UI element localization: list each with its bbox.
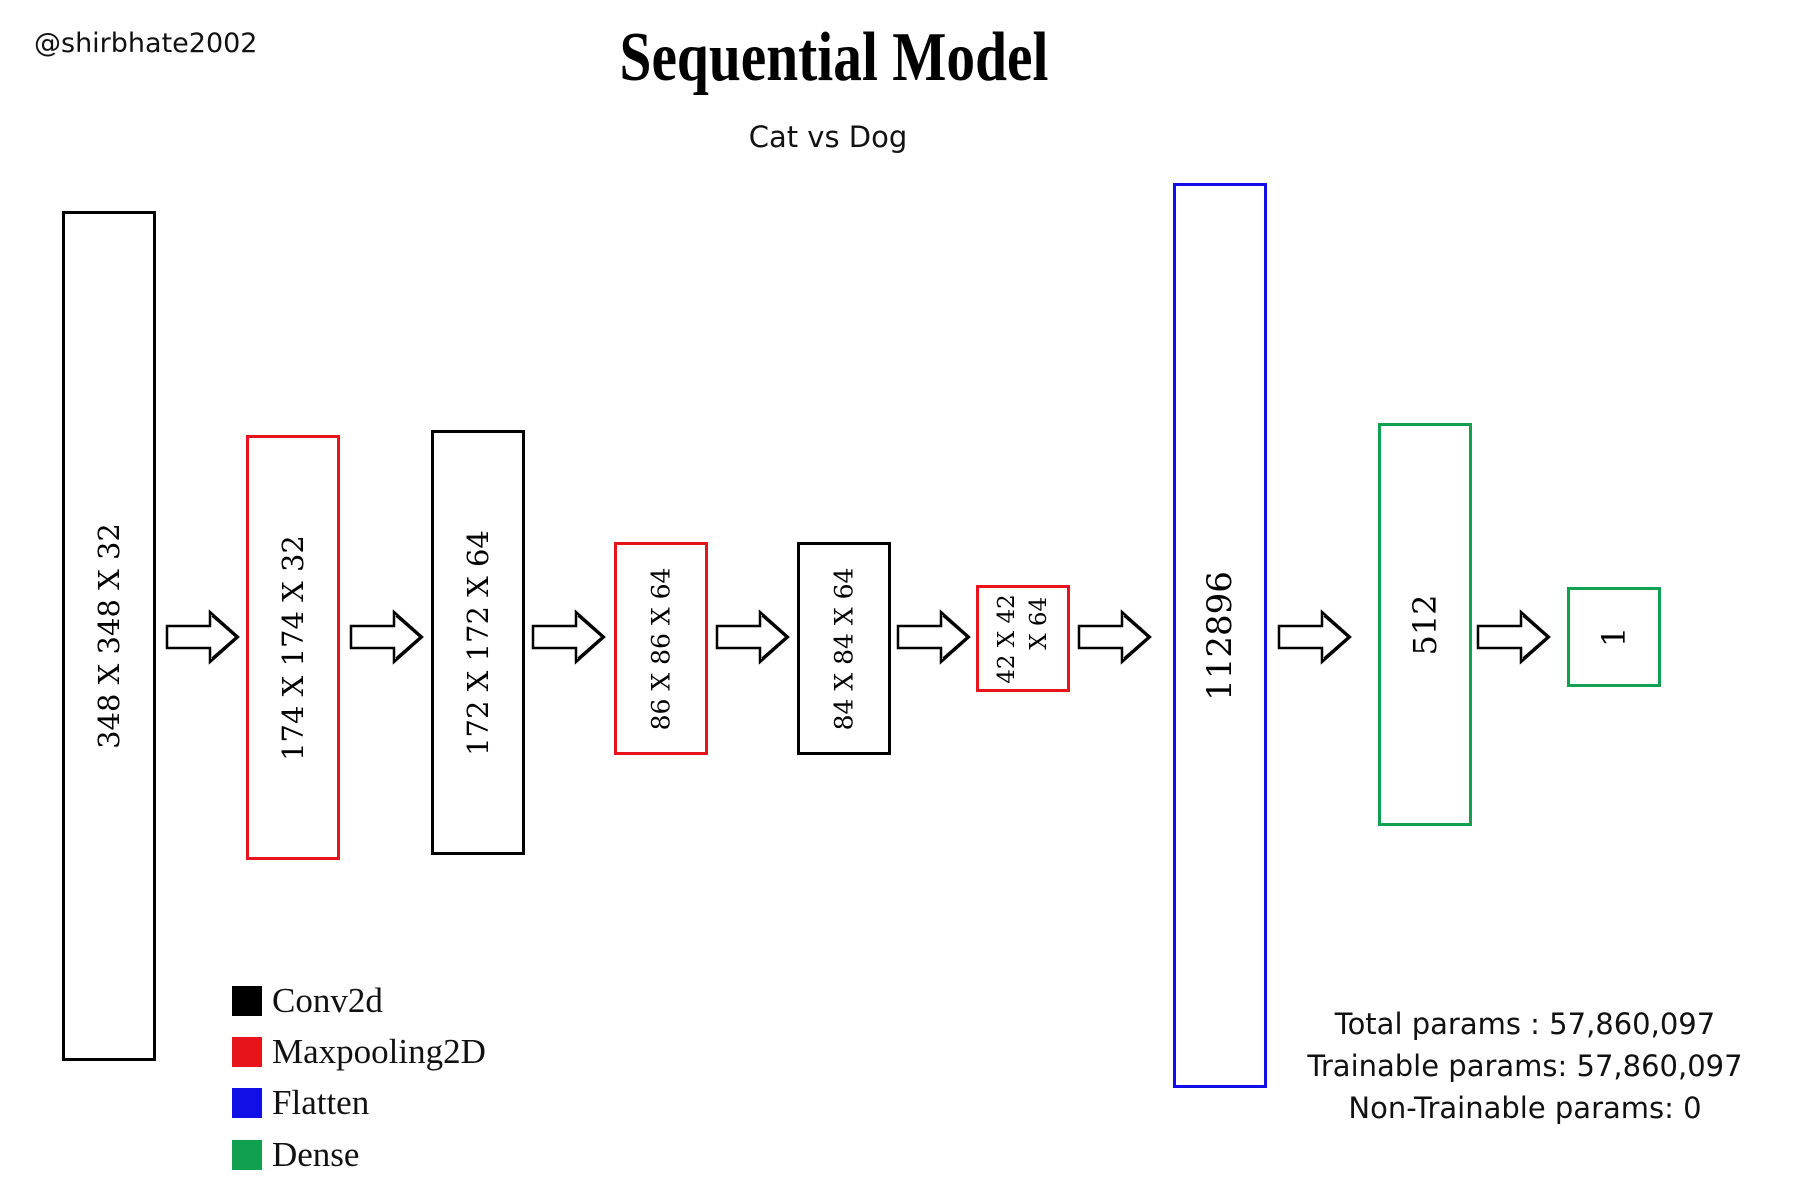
right-arrow-icon — [715, 609, 790, 665]
layer-maxpool-2: 86 X 86 X 64 — [614, 542, 708, 755]
legend-item-flatten: Flatten — [232, 1083, 369, 1123]
layer-label: 112896 — [1200, 570, 1240, 701]
layer-label: 348 X 348 X 32 — [92, 523, 126, 749]
layer-label-line1: 42 X 42 — [994, 593, 1020, 684]
diagram-title: Sequential Model — [619, 19, 1049, 96]
right-arrow-icon — [1476, 609, 1551, 665]
legend-label: Flatten — [272, 1083, 370, 1122]
layer-conv2d-3: 84 X 84 X 64 — [797, 542, 891, 755]
layer-label: 86 X 86 X 64 — [646, 567, 676, 730]
right-arrow-icon — [349, 609, 424, 665]
right-arrow-icon — [531, 609, 606, 665]
legend-label: Conv2d — [272, 981, 383, 1020]
legend-swatch-green — [232, 1140, 262, 1170]
right-arrow-icon — [1077, 609, 1152, 665]
legend-swatch-blue — [232, 1088, 262, 1118]
layer-maxpool-3: 42 X 42 X 64 — [976, 585, 1070, 692]
layer-conv2d-1: 348 X 348 X 32 — [62, 211, 156, 1061]
author-handle: @shirbhate2002 — [34, 28, 258, 59]
legend-label: Dense — [272, 1135, 360, 1174]
layer-maxpool-1: 174 X 174 X 32 — [246, 435, 340, 860]
legend-label: Maxpooling2D — [272, 1032, 486, 1071]
layer-dense-output: 1 — [1567, 587, 1661, 687]
legend-swatch-red — [232, 1037, 262, 1067]
layer-label: 42 X 42 X 64 — [991, 594, 1055, 684]
non-trainable-params-text: Non-Trainable params: 0 — [1348, 1091, 1702, 1125]
right-arrow-icon — [1277, 609, 1352, 665]
diagram-subtitle: Cat vs Dog — [748, 120, 908, 154]
layer-label: 1 — [1595, 626, 1633, 648]
layer-label: 172 X 172 X 64 — [461, 529, 495, 756]
legend-swatch-black — [232, 986, 262, 1016]
legend-item-conv2d: Conv2d — [232, 981, 383, 1021]
legend-item-dense: Dense — [232, 1135, 359, 1175]
layer-flatten: 112896 — [1173, 183, 1267, 1088]
right-arrow-icon — [896, 609, 971, 665]
layer-label-line2: X 64 — [1026, 596, 1052, 650]
layer-label: 84 X 84 X 64 — [829, 567, 859, 730]
layer-label: 174 X 174 X 32 — [276, 534, 310, 761]
legend-item-maxpooling2d: Maxpooling2D — [232, 1032, 486, 1072]
total-params-text: Total params : 57,860,097 — [1334, 1007, 1716, 1041]
right-arrow-icon — [165, 609, 240, 665]
layer-conv2d-2: 172 X 172 X 64 — [431, 430, 525, 855]
trainable-params-text: Trainable params: 57,860,097 — [1307, 1049, 1743, 1083]
layer-label: 512 — [1406, 593, 1444, 656]
layer-dense-1: 512 — [1378, 423, 1472, 826]
